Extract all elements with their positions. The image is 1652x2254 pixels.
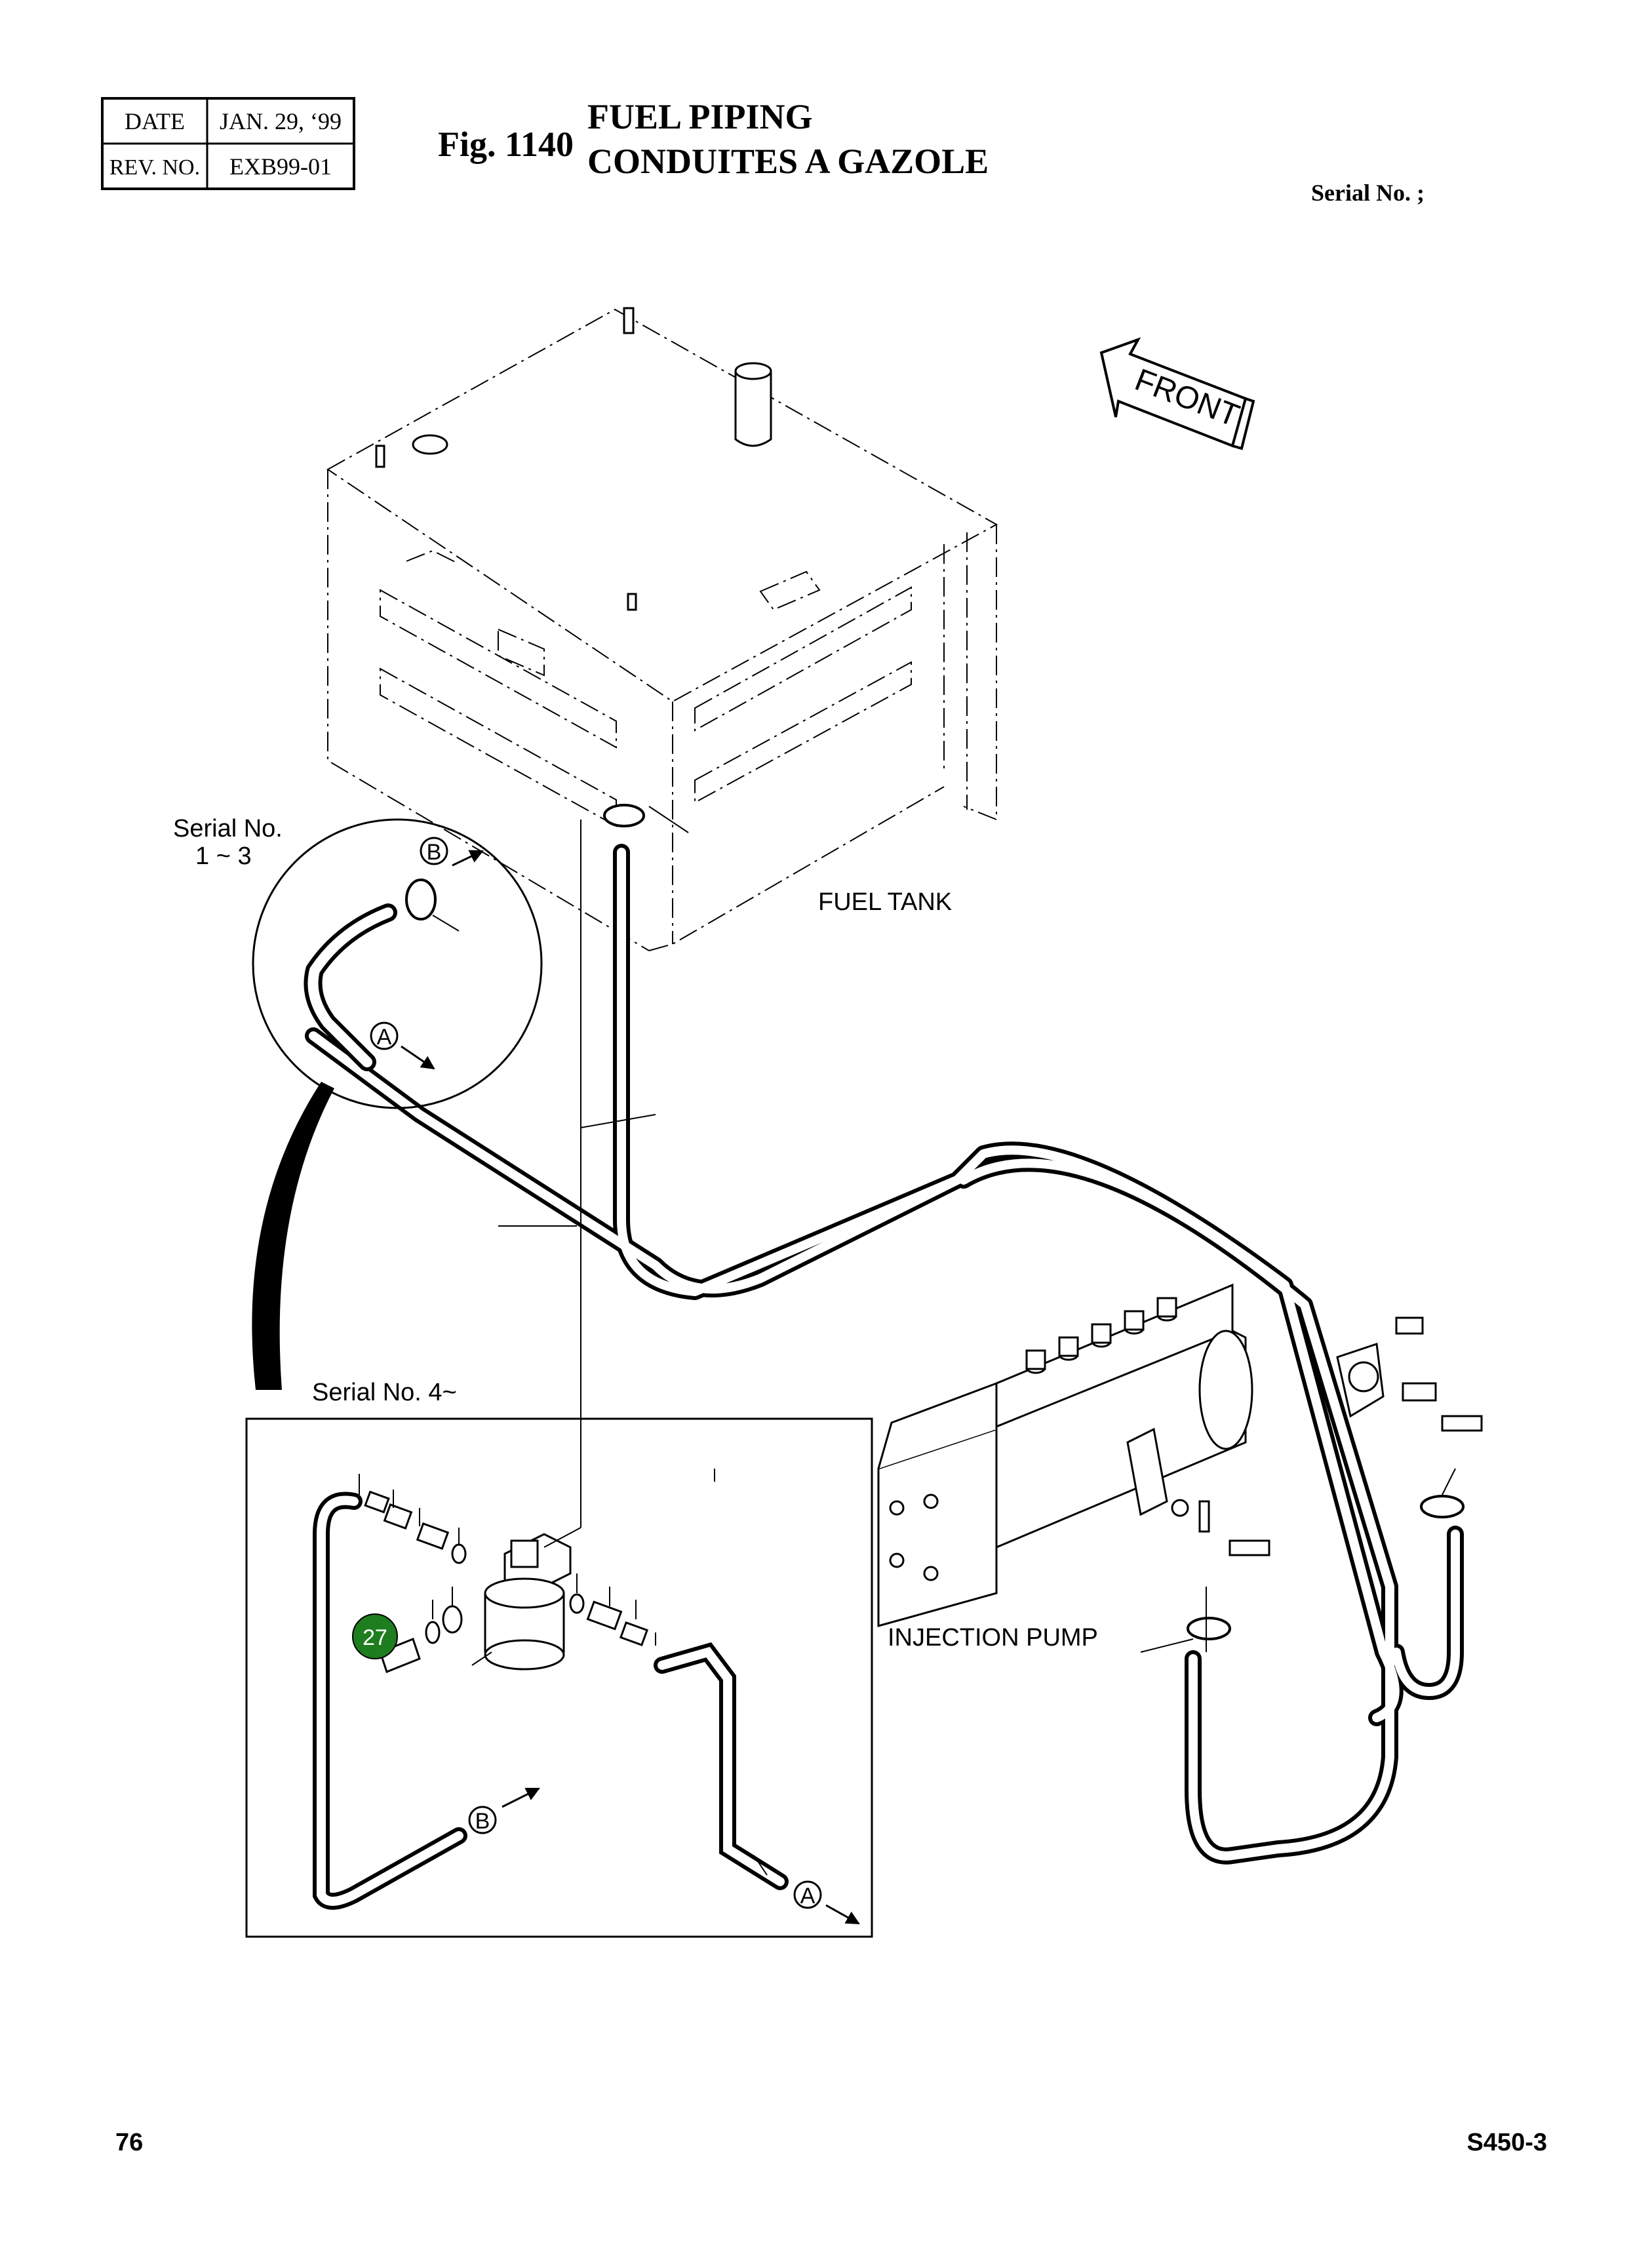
detail-circle-serial-1-3 xyxy=(252,818,543,1390)
tank-filler-neck xyxy=(375,307,772,611)
serial-1-3-label-line2: 1 ~ 3 xyxy=(195,842,252,870)
date-label: DATE xyxy=(125,108,185,134)
title-french: CONDUITES A GAZOLE xyxy=(587,142,989,181)
fuel-hose-feed-inner xyxy=(309,848,1460,1861)
date-value: JAN. 29, ‘99 xyxy=(220,108,342,134)
title-english: FUEL PIPING xyxy=(587,97,813,136)
part-callout-27[interactable]: 27 xyxy=(352,1613,398,1659)
svg-text:B: B xyxy=(427,840,442,865)
front-direction-arrow: FRONT xyxy=(1099,337,1255,450)
svg-text:A: A xyxy=(800,1884,816,1908)
injection-pump xyxy=(877,1283,1253,1627)
svg-text:A: A xyxy=(377,1025,392,1050)
svg-text:B: B xyxy=(475,1809,490,1834)
marker-b-lower: B xyxy=(468,1787,540,1834)
hose-clamp xyxy=(603,804,1465,1640)
filter-fittings xyxy=(364,1490,649,1673)
model-number: S450-3 xyxy=(1466,2129,1547,2156)
injection-pump-label: INJECTION PUMP xyxy=(888,1624,1098,1651)
pump-fittings xyxy=(1171,1316,1483,1556)
callout-27-label: 27 xyxy=(363,1625,387,1650)
detail-box-contents: B A 27 xyxy=(313,1419,860,1925)
serial-1-3-label-line1: Serial No. xyxy=(173,815,283,842)
page-number: 76 xyxy=(115,2129,143,2156)
marker-a-lower: A xyxy=(793,1880,860,1925)
marker-a-upper: A xyxy=(370,1021,435,1070)
revision-table: DATE JAN. 29, ‘99 REV. NO. EXB99-01 xyxy=(101,97,355,190)
marker-b-upper: B xyxy=(420,837,484,867)
fuel-tank-label: FUEL TANK xyxy=(818,888,952,916)
serial-number-header: Serial No. ; xyxy=(1311,180,1425,206)
rev-value: EXB99-01 xyxy=(229,153,332,180)
serial-4-label: Serial No. 4~ xyxy=(312,1379,457,1406)
rev-label: REV. NO. xyxy=(109,155,200,180)
fuel-filter xyxy=(484,1533,572,1671)
figure-number: Fig. 1140 xyxy=(438,125,574,164)
